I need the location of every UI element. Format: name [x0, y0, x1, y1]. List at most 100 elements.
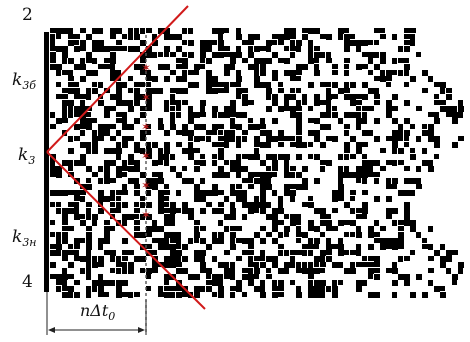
dot	[284, 94, 290, 100]
dot	[236, 112, 242, 118]
dot	[410, 190, 415, 196]
dot	[182, 76, 187, 82]
dot	[374, 232, 380, 237]
dot	[104, 106, 110, 112]
dot	[350, 196, 355, 201]
dot	[416, 178, 421, 184]
dot	[380, 52, 386, 58]
dot	[98, 292, 104, 297]
dot	[278, 142, 284, 147]
dot	[422, 148, 427, 154]
dot	[110, 52, 116, 58]
dot	[272, 256, 278, 262]
dot	[440, 286, 445, 291]
dot	[164, 154, 169, 160]
dot	[284, 166, 289, 172]
dot	[218, 88, 224, 93]
dot	[266, 256, 272, 262]
dot	[440, 100, 446, 105]
dot	[68, 274, 74, 279]
dot	[332, 286, 338, 292]
dot	[206, 274, 211, 279]
dot	[182, 208, 188, 214]
dot	[200, 58, 205, 63]
star-marker: ✶	[141, 179, 151, 193]
dot	[326, 112, 331, 118]
dot	[188, 106, 193, 112]
dot	[368, 274, 373, 279]
dot	[278, 88, 284, 93]
dot	[92, 40, 98, 46]
dot	[158, 178, 164, 184]
dot	[356, 226, 361, 232]
dot	[272, 286, 278, 291]
dot	[452, 274, 458, 280]
dot	[224, 172, 230, 178]
dot	[302, 202, 308, 207]
dot	[68, 136, 73, 142]
dot	[80, 142, 86, 148]
dot	[392, 220, 397, 226]
dot	[104, 172, 110, 178]
dot	[182, 70, 187, 76]
dot	[338, 172, 344, 178]
dot	[326, 100, 331, 106]
dot	[134, 256, 140, 262]
dot	[368, 226, 374, 232]
dot	[398, 136, 403, 141]
dot	[128, 28, 133, 34]
dot	[392, 184, 397, 189]
dot	[326, 58, 332, 63]
dot	[152, 160, 158, 166]
dot	[314, 226, 320, 232]
dot	[164, 160, 169, 166]
dot	[308, 106, 313, 111]
dot	[86, 268, 91, 274]
dot	[320, 280, 326, 286]
dot	[254, 142, 260, 147]
dot	[74, 250, 79, 256]
dot	[146, 190, 151, 196]
dot	[350, 82, 356, 88]
dot	[296, 220, 301, 225]
dot	[134, 190, 140, 196]
dot	[206, 136, 211, 142]
dot	[356, 286, 362, 292]
dot	[212, 208, 218, 214]
dot	[224, 214, 230, 220]
dot	[260, 46, 266, 51]
dot	[362, 166, 368, 172]
dot	[158, 202, 164, 208]
dot	[188, 136, 193, 141]
dot	[164, 232, 170, 238]
dot	[86, 238, 92, 244]
dot	[356, 40, 362, 46]
dot	[128, 178, 134, 184]
dot	[266, 46, 271, 52]
dot	[68, 202, 74, 207]
dot	[344, 130, 349, 136]
dot	[236, 70, 241, 76]
dot	[272, 226, 278, 232]
dot	[260, 238, 266, 244]
dot	[302, 28, 308, 33]
dot	[200, 154, 205, 159]
dot	[122, 112, 127, 118]
dot	[368, 106, 374, 111]
dot	[374, 136, 380, 142]
dot	[146, 52, 152, 58]
dot	[104, 64, 110, 69]
dot	[386, 196, 392, 202]
dot	[164, 214, 170, 220]
dot	[236, 166, 242, 172]
dot	[212, 280, 218, 286]
dot	[416, 106, 422, 111]
row-label-k3-lower: k3н	[12, 229, 37, 249]
dot	[62, 286, 68, 291]
dot	[98, 124, 104, 130]
dot	[422, 70, 428, 76]
dot	[278, 268, 284, 274]
dot	[356, 124, 361, 130]
dot	[104, 160, 110, 166]
dot	[98, 136, 104, 141]
